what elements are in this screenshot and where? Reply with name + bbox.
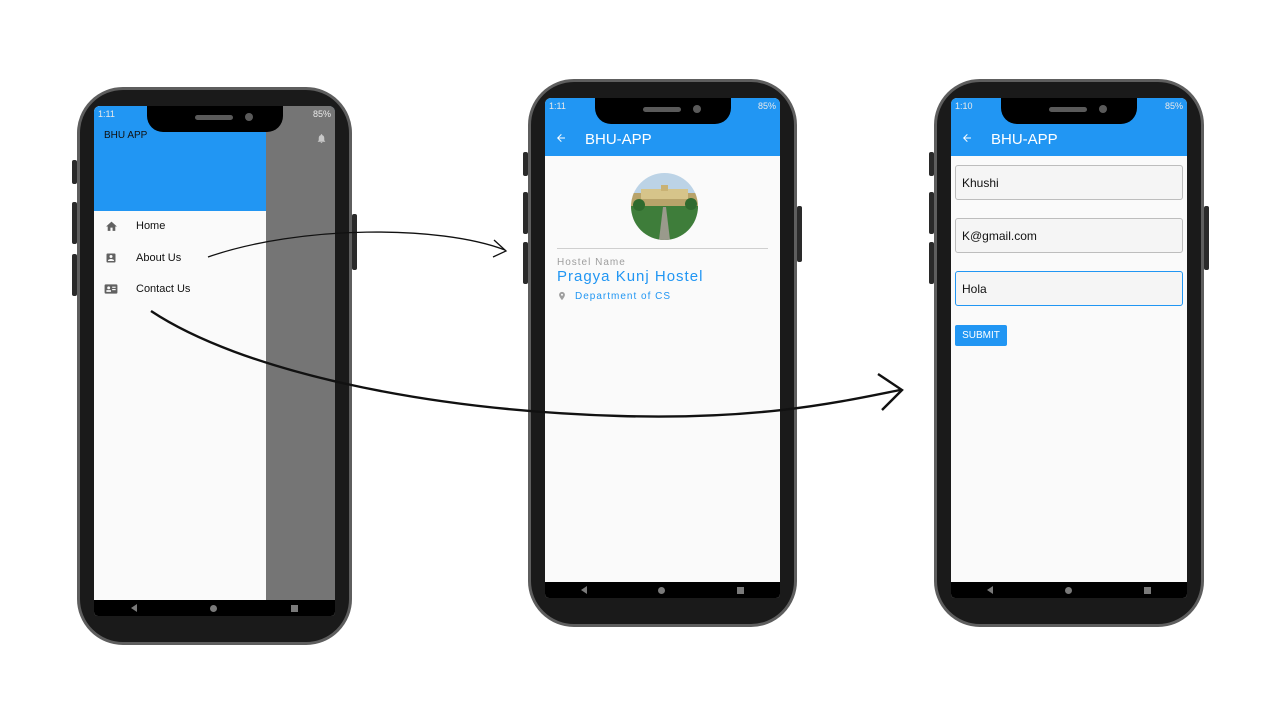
notch xyxy=(1001,98,1137,124)
hostel-name: Pragya Kunj Hostel xyxy=(557,268,704,285)
app-bar-title: BHU-APP xyxy=(991,131,1058,148)
system-nav-bar xyxy=(951,582,1187,598)
message-field[interactable] xyxy=(955,271,1183,306)
side-button xyxy=(523,242,528,284)
nav-back-icon[interactable] xyxy=(130,604,137,612)
nav-home-icon[interactable] xyxy=(1065,586,1072,594)
side-button xyxy=(72,254,77,296)
status-battery: 85% xyxy=(757,101,776,111)
system-nav-bar xyxy=(94,600,335,616)
contact-card-icon xyxy=(104,282,118,296)
back-arrow-icon[interactable] xyxy=(555,132,567,147)
notch xyxy=(594,98,731,124)
status-time: 1:10 xyxy=(955,101,973,111)
phone-contact: 1:10 85% BHU-APP SUBMIT xyxy=(929,79,1209,627)
nav-recents-icon[interactable] xyxy=(1144,586,1151,594)
app-bar-title: BHU-APP xyxy=(585,131,652,148)
nav-back-icon[interactable] xyxy=(987,586,993,594)
status-battery: 85% xyxy=(1164,101,1183,111)
status-bar: 1:10 85% xyxy=(951,98,1187,116)
drawer-item-contact-us[interactable]: Contact Us xyxy=(94,275,266,303)
nav-recents-icon[interactable] xyxy=(291,604,299,612)
navigation-drawer: BHU APP Home About Us Contact Us xyxy=(94,106,266,600)
email-field[interactable] xyxy=(955,218,1183,253)
side-button xyxy=(523,192,528,234)
system-nav-bar xyxy=(545,582,780,598)
screen: 1:11 85% BHU-APP Hostel Name Pragya Kunj xyxy=(545,98,780,598)
side-button xyxy=(929,152,934,176)
location-pin-icon xyxy=(557,289,567,307)
app-bar: BHU-APP xyxy=(545,98,780,156)
hostel-photo xyxy=(631,173,698,240)
name-field[interactable] xyxy=(955,165,1183,200)
drawer-item-home[interactable]: Home xyxy=(94,212,266,240)
side-button xyxy=(929,192,934,234)
phone-about: 1:11 85% BHU-APP Hostel Name Pragya Kunj xyxy=(523,79,802,627)
submit-button[interactable]: SUBMIT xyxy=(955,325,1007,346)
divider xyxy=(557,248,768,249)
notch xyxy=(146,106,283,132)
app-bar: BHU-APP xyxy=(951,98,1187,156)
side-button xyxy=(72,160,77,184)
side-button xyxy=(72,202,77,244)
drawer-item-label: Contact Us xyxy=(136,283,191,295)
arrow-head-about xyxy=(492,239,508,258)
nav-home-icon[interactable] xyxy=(658,586,666,594)
status-bar: 1:11 85% xyxy=(545,98,780,116)
side-button xyxy=(1204,206,1209,270)
drawer-title: BHU APP xyxy=(104,130,148,141)
side-button xyxy=(929,242,934,284)
nav-home-icon[interactable] xyxy=(210,604,218,612)
status-battery: 85% xyxy=(312,109,331,119)
bell-icon[interactable] xyxy=(316,131,327,149)
phone-drawer: 1:11 85% BHU APP Home About Us xyxy=(72,87,357,645)
home-icon xyxy=(104,219,118,233)
status-time: 1:11 xyxy=(549,101,566,111)
drawer-item-label: About Us xyxy=(136,252,182,264)
drawer-scrim[interactable] xyxy=(266,106,335,600)
department-text: Department of CS xyxy=(575,291,672,302)
drawer-item-about-us[interactable]: About Us xyxy=(94,244,266,272)
side-button xyxy=(797,206,802,262)
hostel-name-label: Hostel Name xyxy=(557,257,626,268)
drawer-item-label: Home xyxy=(136,220,166,232)
screen: 1:11 85% BHU APP Home About Us xyxy=(94,106,335,616)
nav-back-icon[interactable] xyxy=(580,586,587,594)
screen: 1:10 85% BHU-APP SUBMIT xyxy=(951,98,1187,598)
status-bar: 1:11 85% xyxy=(94,106,335,124)
status-time: 1:11 xyxy=(98,109,115,119)
side-button xyxy=(352,214,357,270)
nav-recents-icon[interactable] xyxy=(737,586,745,594)
side-button xyxy=(523,152,528,176)
back-arrow-icon[interactable] xyxy=(961,132,973,147)
account-box-icon xyxy=(104,251,118,265)
arrow-head-contact xyxy=(877,373,904,411)
